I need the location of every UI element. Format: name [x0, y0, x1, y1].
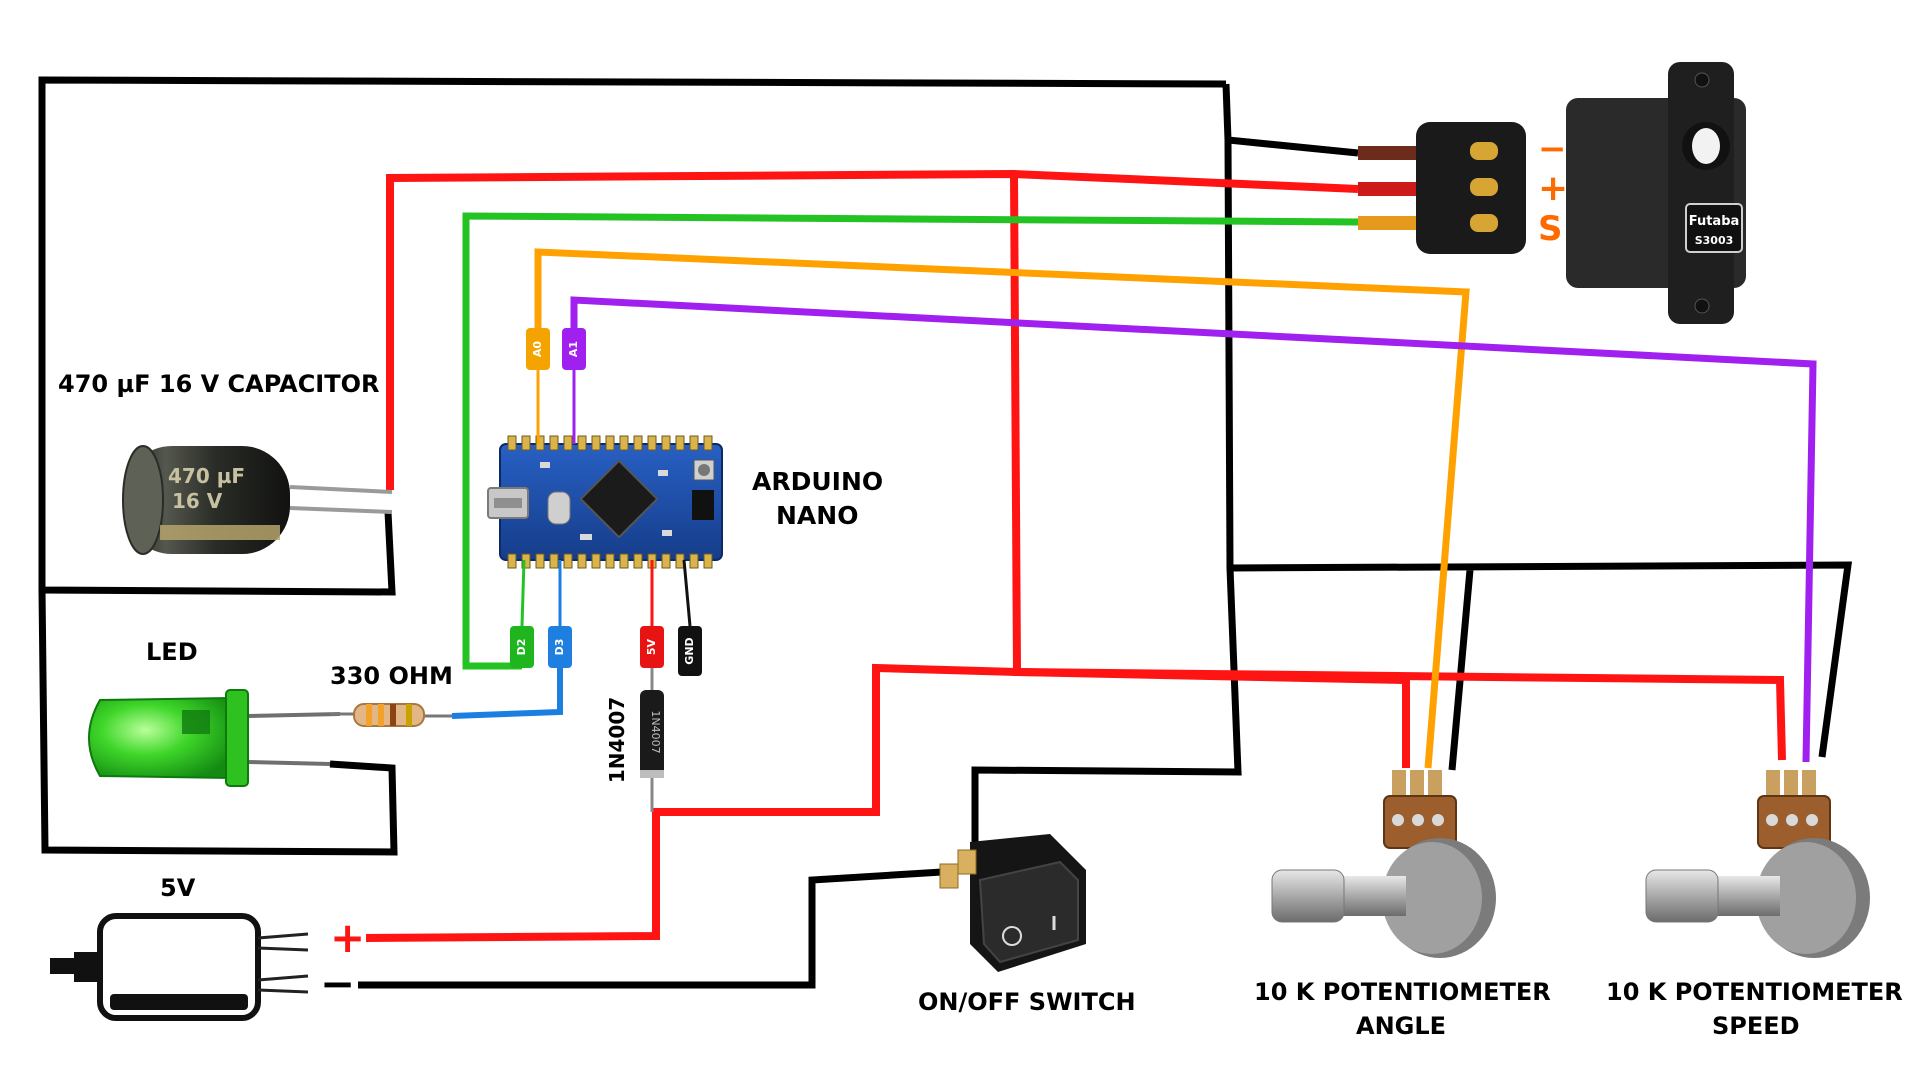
header-pin [507, 553, 517, 569]
capacitor-marking-value: 470 µF [168, 464, 245, 488]
supply-plus: + [330, 913, 365, 962]
pot-speed-label-line1: 10 K POTENTIOMETER [1606, 978, 1903, 1006]
pot-angle [1271, 770, 1496, 958]
header-pin [521, 553, 531, 569]
pin-d3-label: D3 [553, 639, 566, 656]
led [88, 689, 341, 787]
pin-5v-tag: 5V [640, 626, 664, 668]
diode-label: 1N4007 [605, 697, 629, 783]
header-pin [535, 553, 545, 569]
capacitor: 470 µF 16 V [122, 445, 393, 555]
pin-a0-label: A0 [531, 341, 544, 358]
header-pin [619, 435, 629, 451]
header-pin [661, 553, 671, 569]
arduino-label-line1: ARDUINO [752, 467, 883, 496]
header-pin [703, 553, 713, 569]
pin-5v-label: 5V [645, 638, 658, 655]
supply-label: 5V [160, 874, 196, 902]
resistor-label: 330 OHM [330, 662, 453, 690]
pot-speed [1645, 770, 1870, 958]
header-pin [633, 553, 643, 569]
header-pin [563, 553, 573, 569]
header-pin [619, 553, 629, 569]
header-pin [577, 553, 587, 569]
wire-gnd-led [38, 589, 398, 856]
wire-5v-supply [365, 663, 1018, 942]
header-pin [535, 435, 545, 451]
header-pin [703, 435, 713, 451]
header-pin [605, 435, 615, 451]
led-label: LED [146, 638, 198, 666]
servo-plus-label: + [1538, 168, 1568, 209]
wire-gnd-pots [1229, 561, 1853, 771]
wire-d2-signal [462, 212, 1359, 670]
diode: 1N4007 [640, 668, 664, 812]
header-pin [563, 435, 573, 451]
diode-marking: 1N4007 [649, 710, 662, 753]
pin-a1-label: A1 [567, 341, 580, 357]
arduino-label-line2: NANO [776, 501, 858, 530]
wire-gnd-trunk [971, 83, 1359, 855]
servo-brand: Futaba [1689, 214, 1740, 229]
capacitor-label: 470 µF 16 V CAPACITOR [58, 370, 380, 398]
header-pin [675, 435, 685, 451]
wire-d3 [451, 668, 563, 719]
servo-model: S3003 [1695, 234, 1734, 247]
header-pin [633, 435, 643, 451]
pin-d2-label: D2 [515, 639, 528, 656]
servo-connector [1358, 122, 1526, 254]
pin-a1-tag: A1 [562, 328, 586, 370]
header-pin [577, 435, 587, 451]
pin-d3-tag: D3 [548, 626, 572, 668]
pin-d2-tag: D2 [510, 626, 534, 668]
wires [38, 76, 1853, 989]
header-pin [605, 553, 615, 569]
supply-minus: − [320, 959, 355, 1008]
arduino-nano [487, 435, 723, 569]
header-pin [521, 435, 531, 451]
pin-a0-tag: A0 [526, 328, 550, 370]
wire-5v-pot-angle [1016, 668, 1410, 768]
pot-angle-label-line2: ANGLE [1356, 1012, 1446, 1040]
servo-motor: Futaba S3003 [1566, 62, 1746, 324]
header-pin [647, 435, 657, 451]
pin-gnd-tag: GND [678, 626, 702, 676]
header-pin [549, 553, 559, 569]
switch-label: ON/OFF SWITCH [918, 988, 1136, 1016]
servo-signal-label: S [1538, 209, 1563, 249]
on-off-switch [939, 834, 1086, 972]
wire-a1 [570, 296, 1817, 763]
header-pin [661, 435, 671, 451]
capacitor-marking-voltage: 16 V [172, 489, 223, 513]
header-pin [507, 435, 517, 451]
header-pin [689, 435, 699, 451]
pin-gnd-label: GND [683, 637, 696, 664]
wire-a0 [534, 248, 1470, 769]
wire-gnd-supply [358, 868, 943, 989]
header-pin [689, 553, 699, 569]
resistor [330, 703, 452, 727]
servo-minus-label: − [1538, 129, 1567, 169]
pot-angle-label-line1: 10 K POTENTIOMETER [1254, 978, 1551, 1006]
pot-speed-label-line2: SPEED [1712, 1012, 1800, 1040]
header-pin [549, 435, 559, 451]
power-supply [50, 913, 309, 1021]
header-pin [591, 553, 601, 569]
header-pin [591, 435, 601, 451]
